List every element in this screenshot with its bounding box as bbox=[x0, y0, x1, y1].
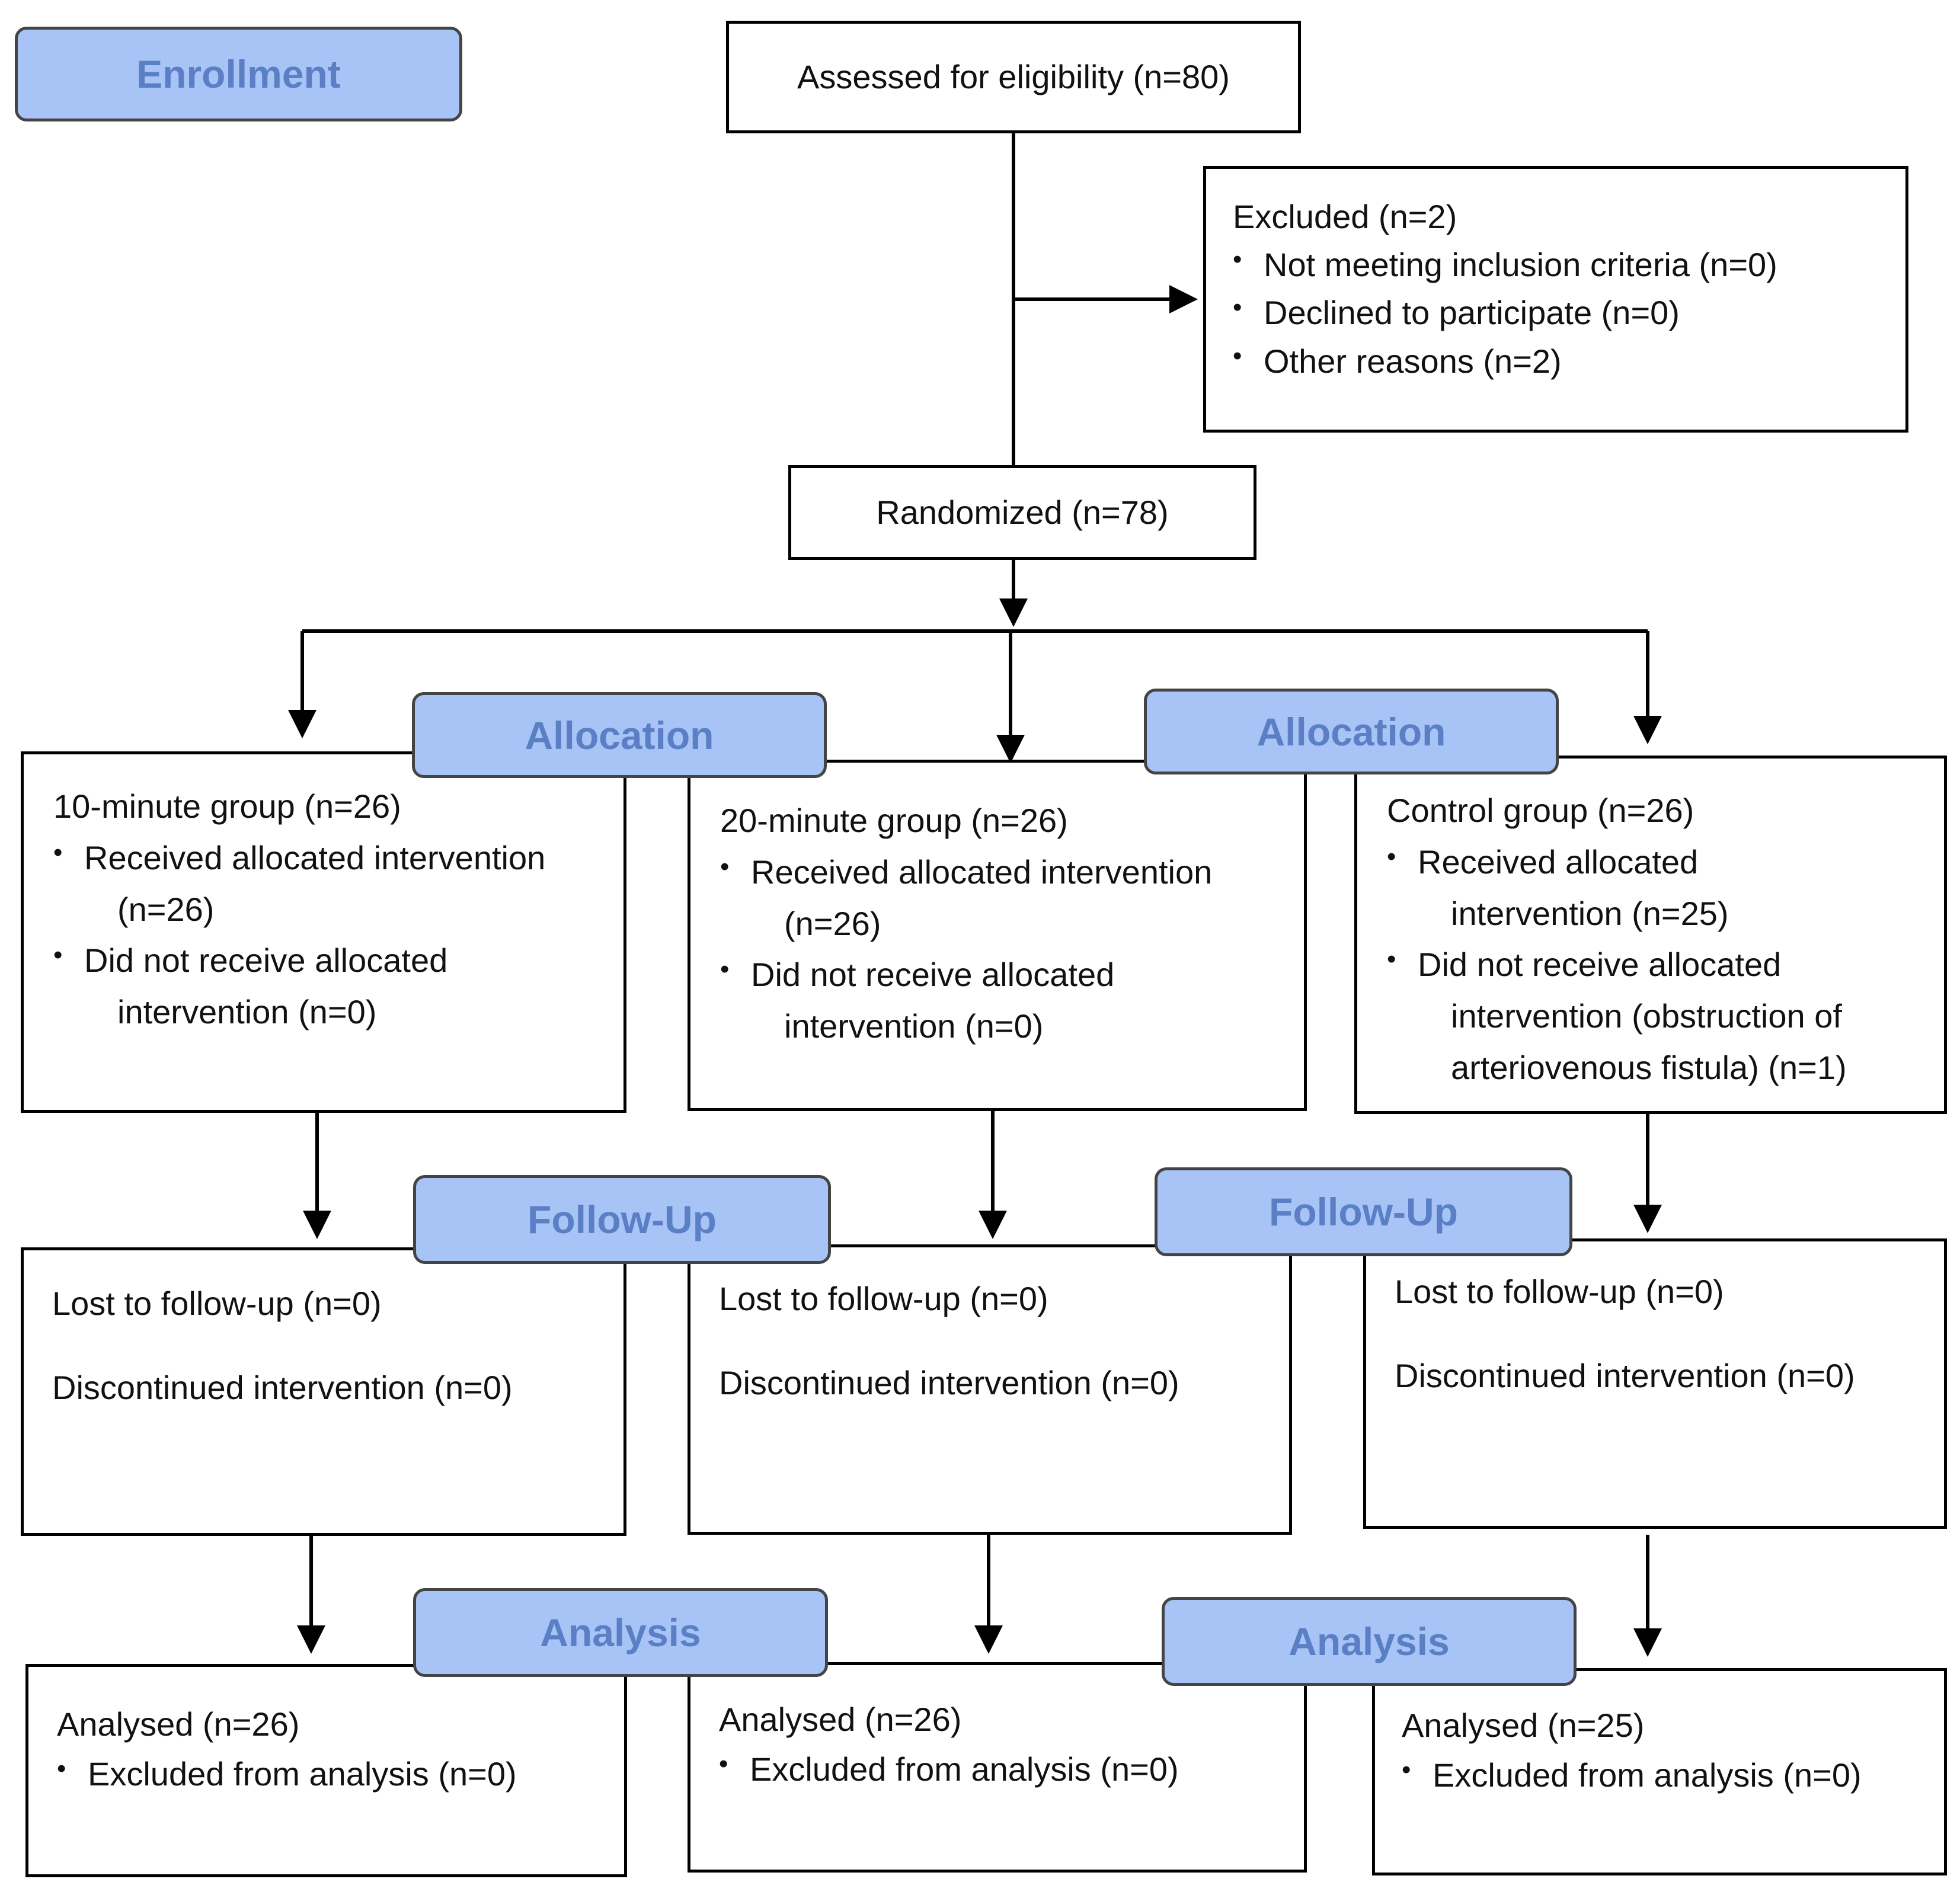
analysed-count: Analysed (n=26) bbox=[719, 1701, 962, 1738]
phase-tab-allocation-left: Allocation bbox=[412, 692, 827, 778]
analysis-details: Excluded from analysis (n=0) bbox=[1402, 1750, 1944, 1800]
phase-tab-enrollment: Enrollment bbox=[15, 27, 462, 121]
analysed-count: Analysed (n=26) bbox=[57, 1705, 300, 1743]
excluded-reason: Declined to participate (n=0) bbox=[1233, 289, 1905, 337]
lost-to-follow-up: Lost to follow-up (n=0) bbox=[52, 1285, 382, 1322]
received-line2: (n=26) bbox=[784, 904, 881, 942]
analysis-box-20min: Analysed (n=26) Excluded from analysis (… bbox=[688, 1662, 1307, 1873]
lost-to-follow-up: Lost to follow-up (n=0) bbox=[1395, 1273, 1724, 1310]
not-received-line2: intervention (n=0) bbox=[784, 1007, 1044, 1045]
phase-tab-follow-up-right: Follow-Up bbox=[1155, 1167, 1572, 1256]
allocation-box-20min: 20-minute group (n=26) Received allocate… bbox=[688, 760, 1307, 1111]
group-title: Control group (n=26) bbox=[1387, 792, 1694, 829]
excluded-from-analysis: Excluded from analysis (n=0) bbox=[57, 1749, 624, 1799]
analysis-box-10min: Analysed (n=26) Excluded from analysis (… bbox=[25, 1664, 627, 1877]
assessed-box: Assessed for eligibility (n=80) bbox=[726, 21, 1301, 133]
received-line2: intervention (n=25) bbox=[1451, 894, 1729, 932]
follow-up-box-10min: Lost to follow-up (n=0) Discontinued int… bbox=[21, 1247, 626, 1536]
assessed-text: Assessed for eligibility (n=80) bbox=[797, 57, 1230, 95]
allocation-box-control: Control group (n=26) Received allocated … bbox=[1354, 756, 1947, 1114]
phase-tab-analysis-right: Analysis bbox=[1162, 1597, 1577, 1686]
not-received-line1: Did not receive allocated bbox=[84, 942, 448, 980]
received-intervention: Received allocated intervention (n=25) bbox=[1387, 837, 1944, 940]
not-received-line1: Did not receive allocated bbox=[751, 956, 1115, 994]
discontinued-intervention: Discontinued intervention (n=0) bbox=[719, 1364, 1179, 1401]
follow-up-box-control: Lost to follow-up (n=0) Discontinued int… bbox=[1363, 1238, 1947, 1529]
excluded-from-analysis: Excluded from analysis (n=0) bbox=[1402, 1750, 1944, 1800]
not-received-line2: intervention (obstruction of bbox=[1451, 997, 1842, 1035]
randomized-box: Randomized (n=78) bbox=[788, 465, 1256, 560]
not-received-line2: intervention (n=0) bbox=[117, 993, 377, 1031]
received-line1: Received allocated intervention bbox=[751, 853, 1213, 891]
phase-tab-analysis-left: Analysis bbox=[413, 1588, 828, 1677]
excluded-box: Excluded (n=2) Not meeting inclusion cri… bbox=[1203, 166, 1908, 433]
not-received-line3: arteriovenous fistula) (n=1) bbox=[1451, 1048, 1847, 1086]
excluded-title: Excluded (n=2) bbox=[1233, 198, 1457, 235]
received-intervention: Received allocated intervention (n=26) bbox=[720, 847, 1304, 950]
discontinued-intervention: Discontinued intervention (n=0) bbox=[1395, 1357, 1855, 1394]
analysis-details: Excluded from analysis (n=0) bbox=[57, 1749, 624, 1799]
group-title: 10-minute group (n=26) bbox=[53, 788, 401, 825]
received-line2: (n=26) bbox=[117, 890, 215, 928]
received-line1: Received allocated intervention bbox=[84, 838, 546, 876]
excluded-reasons: Not meeting inclusion criteria (n=0) Dec… bbox=[1233, 241, 1905, 385]
allocation-box-10min: 10-minute group (n=26) Received allocate… bbox=[21, 751, 626, 1113]
randomized-text: Randomized (n=78) bbox=[876, 493, 1169, 531]
not-received-intervention: Did not receive allocated intervention (… bbox=[720, 949, 1304, 1052]
received-line1: Received allocated bbox=[1418, 843, 1699, 881]
not-received-intervention: Did not receive allocated intervention (… bbox=[1387, 939, 1944, 1093]
phase-tab-follow-up-left: Follow-Up bbox=[413, 1175, 831, 1264]
analysis-box-control: Analysed (n=25) Excluded from analysis (… bbox=[1372, 1668, 1947, 1875]
not-received-intervention: Did not receive allocated intervention (… bbox=[53, 935, 624, 1038]
allocation-details: Received allocated intervention (n=26) D… bbox=[720, 847, 1304, 1052]
analysis-details: Excluded from analysis (n=0) bbox=[719, 1745, 1304, 1794]
group-title: 20-minute group (n=26) bbox=[720, 802, 1068, 839]
not-received-line1: Did not receive allocated bbox=[1418, 946, 1782, 984]
excluded-from-analysis: Excluded from analysis (n=0) bbox=[719, 1745, 1304, 1794]
excluded-reason: Other reasons (n=2) bbox=[1233, 337, 1905, 385]
allocation-details: Received allocated intervention (n=25) D… bbox=[1387, 837, 1944, 1094]
excluded-reason: Not meeting inclusion criteria (n=0) bbox=[1233, 241, 1905, 289]
discontinued-intervention: Discontinued intervention (n=0) bbox=[52, 1369, 513, 1406]
analysed-count: Analysed (n=25) bbox=[1402, 1707, 1645, 1744]
received-intervention: Received allocated intervention (n=26) bbox=[53, 833, 624, 936]
lost-to-follow-up: Lost to follow-up (n=0) bbox=[719, 1280, 1048, 1317]
follow-up-box-20min: Lost to follow-up (n=0) Discontinued int… bbox=[688, 1244, 1292, 1535]
phase-tab-allocation-right: Allocation bbox=[1144, 689, 1559, 774]
allocation-details: Received allocated intervention (n=26) D… bbox=[53, 833, 624, 1038]
